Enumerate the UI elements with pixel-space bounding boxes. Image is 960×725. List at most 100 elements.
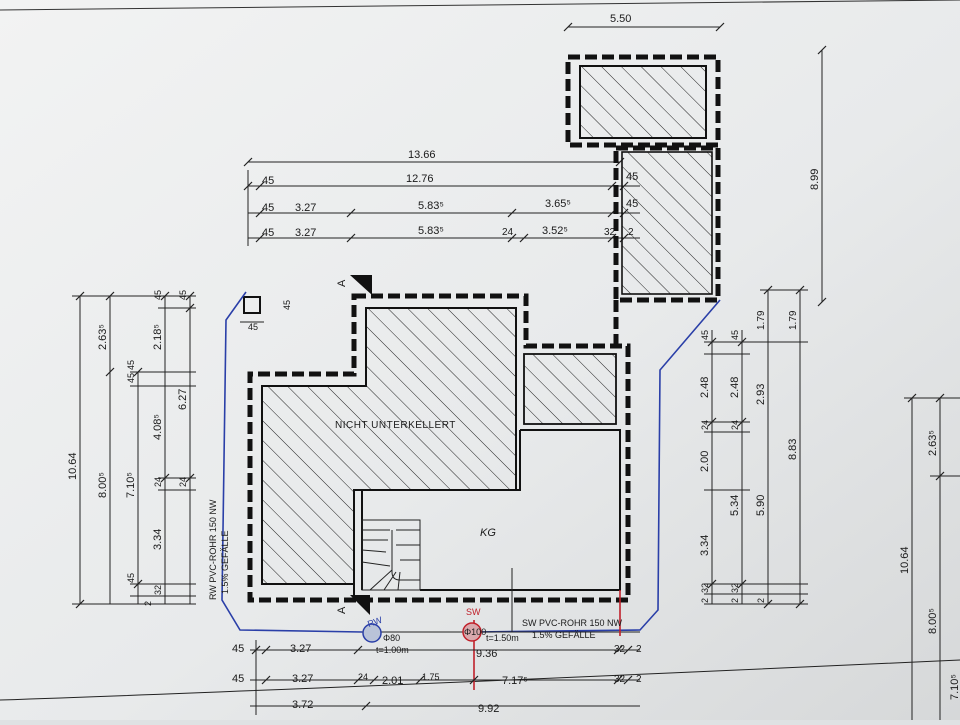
dim-r2-left: 45 [262, 202, 274, 214]
dim-left-f: 4.08⁵ [152, 414, 164, 440]
dim-r3-left: 45 [262, 227, 274, 239]
dim-right-e: 2.48 [699, 377, 711, 398]
dim-left-l: 45 [126, 573, 136, 583]
chimney [243, 296, 261, 314]
rw-pipe-label-1: RW PVC-ROHR 150 NW [208, 499, 218, 600]
dim-right-p: 32 [730, 583, 740, 593]
dim-left-n: 2 [143, 601, 153, 606]
dim-right-l: 5.34 [729, 495, 741, 516]
bottom-dimensions: 45 3.27 9.36 32 2 45 3.27 24 2.01 1.75 7… [232, 640, 642, 715]
dim-right-g: 2.93 [755, 384, 767, 405]
dim-left-i: 45 [126, 373, 136, 383]
dim-chimney-depth: 45 [282, 300, 292, 310]
dim-r3-b: 5.83⁵ [418, 225, 444, 237]
dim-bottom-r1-a: 3.27 [290, 643, 311, 655]
dim-right-r: 2 [730, 598, 740, 603]
rw-shaft-label: RW [366, 614, 384, 629]
dim-garage-depth: 8.99 [809, 169, 821, 190]
far-right-dimensions: 2.63⁵ 10.64 8.00⁵ 7.10⁵ [899, 393, 960, 720]
dim-left-total: 10.64 [67, 452, 79, 480]
section-arrow-bottom [350, 595, 370, 615]
dim-left-m: 32 [153, 585, 163, 595]
dim-right-m: 5.90 [755, 495, 767, 516]
sw-shaft-dia: Φ100 [464, 627, 486, 637]
dim-far-right-b: 10.64 [899, 546, 911, 574]
dim-left-j: 24 [153, 477, 163, 487]
right-dimensions: 45 45 1.79 1.79 2.48 2.48 2.93 8.83 24 2… [699, 285, 808, 609]
dim-r3-e: 32 [604, 227, 616, 238]
room-label-main: NICHT UNTERKELLERT [335, 420, 456, 431]
dim-bottom-r2-b: 24 [358, 672, 368, 682]
sw-shaft-depth: t=1.50m [486, 633, 519, 643]
dim-r3-c: 24 [502, 227, 514, 238]
drainage-lines: RW Φ80 t=1.00m SW Φ100 t=1.50m SW PVC-RO… [208, 291, 721, 690]
dim-far-right-a: 2.63⁵ [927, 430, 939, 456]
dim-left-o: 45 [178, 290, 188, 300]
section-mark-bottom: A [336, 606, 348, 614]
sw-shaft [462, 622, 482, 642]
dim-left-p: 45 [126, 360, 136, 370]
dim-right-o: 32 [700, 583, 710, 593]
dim-far-right-c: 8.00⁵ [927, 608, 939, 634]
sw-shaft-label: SW [466, 607, 481, 617]
dim-bottom-r1-b: 32 [614, 644, 626, 655]
dim-left-g: 3.34 [152, 529, 164, 550]
dim-right-i: 24 [700, 420, 710, 430]
dim-r3-d: 3.52⁵ [542, 225, 568, 237]
dim-bottom-r3-a: 3.72 [292, 699, 313, 711]
dim-right-n: 3.34 [699, 535, 711, 556]
dim-bottom-r2-d: 1.75 [422, 672, 440, 682]
left-dimensions: 10.64 8.00⁵ 7.10⁵ 2.63⁵ 2.18⁵ 6.27 4.08⁵… [67, 290, 196, 609]
dim-right-c: 1.79 [756, 310, 767, 330]
rw-pipe-label-2: 1.5% GEFÄLLE [220, 530, 230, 594]
paper-edge [0, 0, 960, 11]
dim-right-b: 45 [730, 330, 740, 340]
dim-left-h: 45 [153, 290, 163, 300]
dim-bottom-r3-main: 9.92 [478, 703, 499, 715]
dim-bottom-r2-a: 3.27 [292, 673, 313, 685]
dim-right-s: 2 [756, 598, 766, 603]
room-label-kg: KG [480, 527, 496, 539]
dim-right-h: 8.83 [787, 439, 799, 460]
dim-left-e: 6.27 [177, 389, 189, 410]
dim-right-q: 2 [700, 598, 710, 603]
dim-r2-c: 3.65⁵ [545, 198, 571, 210]
dim-bottom-r1-c: 2 [636, 644, 642, 655]
dim-bottom-r2-g: 2 [636, 674, 642, 685]
dim-right-j: 24 [730, 420, 740, 430]
section-mark-top: A [336, 279, 348, 287]
paper-fold [0, 659, 960, 701]
rw-shaft [362, 623, 382, 643]
dim-right-a: 45 [700, 330, 710, 340]
dim-left-c: 2.63⁵ [97, 324, 109, 350]
dim-bottom-r1-main: 9.36 [476, 648, 497, 660]
dim-left-b: 7.10⁵ [125, 472, 137, 498]
dim-left-k: 24 [178, 477, 188, 487]
staircase [361, 519, 421, 591]
dim-r2-a: 3.27 [295, 202, 316, 214]
dim-r2-b: 5.83⁵ [418, 200, 444, 212]
dim-bottom-r2-left: 45 [232, 673, 244, 685]
dim-bottom-r2-e: 7.17⁵ [502, 675, 528, 687]
sw-pipe-label-2: 1.5% GEFÄLLE [532, 630, 596, 640]
dim-left-d: 2.18⁵ [152, 324, 164, 350]
dim-far-right-d: 7.10⁵ [949, 674, 960, 700]
dim-right-f: 2.48 [729, 377, 741, 398]
dim-r3-a: 3.27 [295, 227, 316, 239]
building-outline: 45 45 NICHT UNTERKELLERT KG A A [240, 54, 721, 615]
rw-shaft-dia: Φ80 [383, 633, 400, 643]
section-arrow-top [350, 275, 372, 295]
dim-garage-width: 5.50 [610, 13, 631, 25]
dim-r1-main: 12.76 [406, 173, 434, 185]
dim-bottom-r1-left: 45 [232, 643, 244, 655]
dim-bottom-r2-c: 2.01 [382, 675, 403, 687]
dim-right-d: 1.79 [788, 310, 799, 330]
dim-overall-width: 13.66 [408, 149, 436, 161]
dim-r1-left: 45 [262, 175, 274, 187]
sw-pipe-label-1: SW PVC-ROHR 150 NW [522, 618, 623, 628]
dim-bottom-r2-f: 32 [614, 674, 626, 685]
dim-left-a: 8.00⁵ [97, 472, 109, 498]
dim-chimney-width: 45 [248, 322, 258, 332]
